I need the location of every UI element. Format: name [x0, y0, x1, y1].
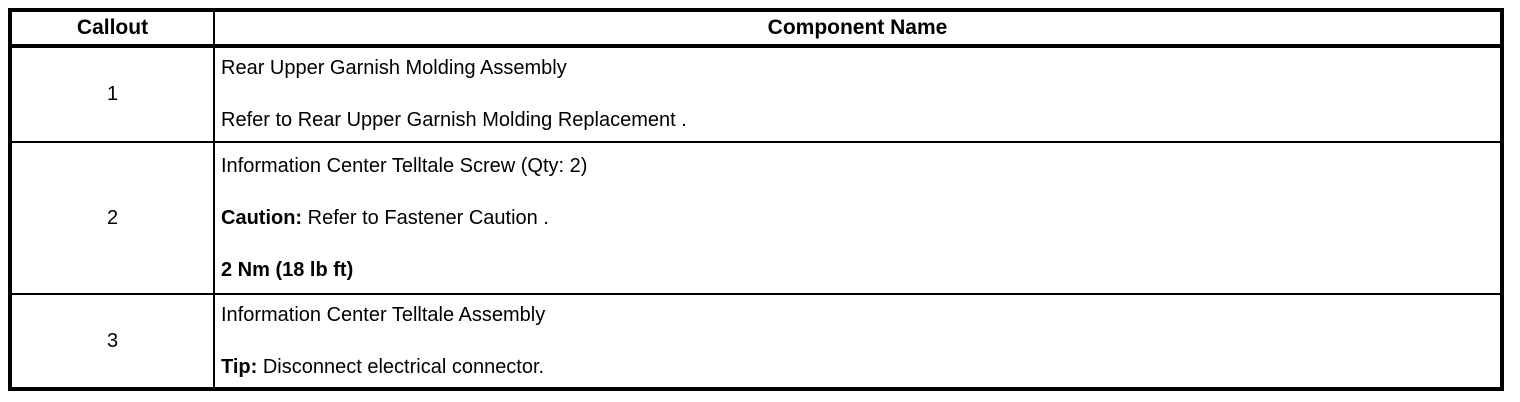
callout-number: 2 [9, 141, 215, 295]
line-regular-text: Rear Upper Garnish Molding Assembly [221, 57, 567, 79]
component-table: Callout Component Name 1 Rear Upper Garn… [8, 8, 1504, 391]
line-regular-text: Information Center Telltale Assembly [221, 303, 546, 326]
line-regular-text: Information Center Telltale Screw (Qty: … [221, 154, 588, 177]
table-row: 1 Rear Upper Garnish Molding Assembly Re… [9, 45, 1503, 143]
component-line-torque-spec: 2 Nm (18 lb ft) [221, 258, 1494, 281]
line-bold-text: Caution: [221, 206, 303, 229]
line-bold-text: 2 Nm (18 lb ft) [221, 258, 354, 281]
component-line: Information Center Telltale Screw (Qty: … [221, 154, 1494, 177]
component-table-container: Callout Component Name 1 Rear Upper Garn… [8, 8, 1504, 391]
component-name-cell: Rear Upper Garnish Molding Assembly Refe… [213, 45, 1503, 143]
component-name-cell: Information Center Telltale Screw (Qty: … [213, 141, 1503, 295]
component-line: Tip: Disconnect electrical connector. [221, 355, 1494, 378]
table-row: 2 Information Center Telltale Screw (Qty… [9, 141, 1503, 295]
line-regular-text: Refer to Fastener Caution . [302, 206, 549, 229]
line-regular-text: Refer to Rear Upper Garnish Molding Repl… [221, 109, 687, 131]
line-regular-text: Disconnect electrical connector. [257, 355, 545, 378]
line-bold-text: Tip: [221, 355, 258, 378]
header-row: Callout Component Name [9, 9, 1503, 48]
callout-number: 1 [9, 45, 215, 143]
component-line: Information Center Telltale Assembly [221, 303, 1494, 326]
component-line: Rear Upper Garnish Molding Assembly [221, 58, 1494, 79]
table-row: 3 Information Center Telltale Assembly T… [9, 293, 1503, 390]
column-header-component-name: Component Name [213, 9, 1503, 48]
component-line: Caution: Refer to Fastener Caution . [221, 206, 1494, 229]
component-name-cell: Information Center Telltale Assembly Tip… [213, 293, 1503, 390]
callout-number: 3 [9, 293, 215, 390]
column-header-callout: Callout [9, 9, 215, 48]
component-line: Refer to Rear Upper Garnish Molding Repl… [221, 110, 1494, 131]
